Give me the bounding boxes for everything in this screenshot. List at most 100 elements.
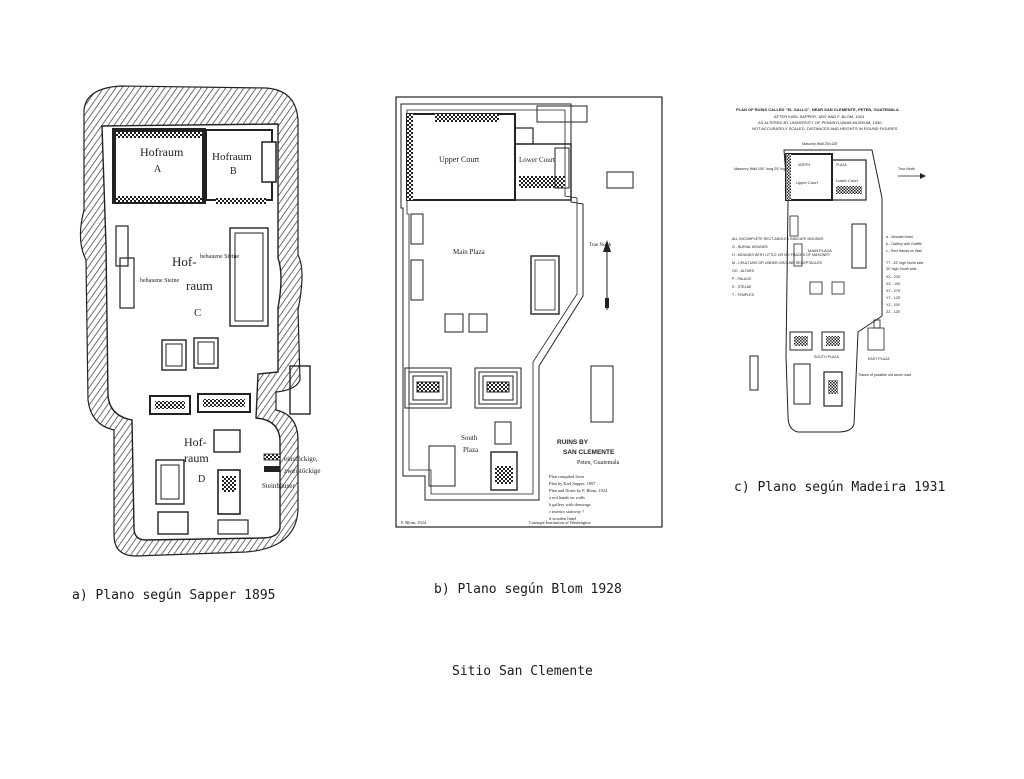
legend-swatch-single [263, 453, 281, 461]
building-dark-2 [197, 393, 251, 413]
svg-text:raum: raum [186, 278, 213, 293]
svg-text:SAN CLEMENTE: SAN CLEMENTE [563, 449, 615, 456]
label-east-plaza: EAST PLAZA [868, 357, 890, 361]
label-hofraum-a: Hofraum [140, 145, 184, 159]
structure-xiii [590, 365, 614, 423]
svg-text:G - BURIAL MOUNDS: G - BURIAL MOUNDS [732, 245, 768, 249]
plan-b-drawing: True North Upper Court Lower Court Main … [395, 96, 663, 528]
svg-text:D: D [198, 474, 205, 485]
svg-text:Masonry Wall 25'x125': Masonry Wall 25'x125' [802, 142, 838, 146]
plan-c-drawing: PLAN OF RUINS CALLED "EL GALLO", NEAR SA… [732, 107, 926, 433]
svg-text:AS ALTERED BY UNIVERSITY OF PE: AS ALTERED BY UNIVERSITY OF PENNSYLVANIA… [758, 120, 882, 125]
svg-text:YY - 125': YY - 125' [886, 296, 901, 300]
building-dark-1 [149, 395, 191, 415]
svg-text:Plaza: Plaza [463, 446, 479, 454]
svg-text:B: B [230, 166, 237, 177]
svg-text:Plan by Karl Sapper, 1897: Plan by Karl Sapper, 1897 [549, 481, 596, 487]
svg-text:XX - 230': XX - 230' [886, 275, 901, 279]
label-main-plaza: Main Plaza [453, 248, 486, 256]
plan-b-title-1: RUINS BY [557, 439, 589, 446]
mound-3 [119, 257, 135, 309]
label-south-plaza: South [461, 434, 478, 442]
legend-swatch-double [264, 466, 280, 472]
mound-9 [217, 469, 241, 515]
label-upper-court: Upper Court [439, 155, 480, 164]
mound-8 [157, 511, 189, 535]
svg-text:c interior stairway ?: c interior stairway ? [549, 509, 584, 514]
svg-text:PLAZA: PLAZA [836, 163, 847, 167]
mound-10 [213, 429, 241, 453]
legend-text-2: zweistöckige [284, 467, 321, 475]
upper-court-c [785, 153, 833, 201]
svg-text:NORTH: NORTH [798, 163, 811, 167]
mound-2 [115, 225, 129, 267]
svg-text:NOT ACCURATELY SCALED, DISTANC: NOT ACCURATELY SCALED, DISTANCES AND HEI… [752, 126, 898, 131]
svg-text:P - PALACE: P - PALACE [732, 277, 752, 281]
svg-text:ZZ - 125': ZZ - 125' [886, 310, 901, 314]
svg-text:Masonry Wall 100' long 25' hig: Masonry Wall 100' long 25' high [734, 167, 787, 171]
mound-5 [193, 337, 219, 369]
plan-b-site-outline [400, 103, 584, 501]
mound-4 [161, 339, 187, 371]
svg-text:M - CHULTUNS OR UNDER-GROUND R: M - CHULTUNS OR UNDER-GROUND RECEPTACLES [732, 261, 823, 265]
svg-text:S - STELAE: S - STELAE [732, 285, 752, 289]
structure-xvii [494, 421, 512, 445]
svg-text:XY - 275': XY - 275' [886, 289, 901, 293]
plan-sapper-1895: Hofraum A Hofraum B Hof- raum C behauene… [66, 80, 326, 580]
svg-text:c - Red Hands on Wall: c - Red Hands on Wall [886, 249, 922, 253]
svg-text:T - TEMPLES: T - TEMPLES [732, 293, 755, 297]
structure-vi [554, 147, 570, 189]
caption-plan-b: b) Plano según Blom 1928 [434, 582, 622, 597]
plan-c-site-outline [783, 149, 883, 433]
page-title: Sitio San Clemente [452, 664, 593, 679]
svg-text:A: A [154, 164, 162, 175]
plan-c-legend-1: ALL INCOMPLETE RECT-ANGLES INDICATE MOUN… [732, 237, 824, 241]
structure-x [410, 259, 424, 301]
plan-b-frame [395, 96, 663, 528]
structure-xviii [490, 451, 518, 491]
svg-text:a red hands on walls: a red hands on walls [549, 495, 585, 500]
svg-text:behauene Steine: behauene Steine [140, 278, 179, 284]
svg-text:XX - 100': XX - 100' [886, 282, 901, 286]
svg-text:d wooden lintel: d wooden lintel [549, 516, 577, 521]
label-hof-c: Hof- [172, 254, 197, 269]
svg-text:raum: raum [184, 451, 209, 465]
mound-s [217, 519, 249, 535]
plan-madeira-1931: PLAN OF RUINS CALLED "EL GALLO", NEAR SA… [728, 106, 964, 446]
legend-text-1: einstöckige, [284, 455, 318, 463]
plan-c-key-a: a - Wooden lintel [886, 235, 913, 239]
label-hofraum-b: Hofraum [212, 151, 252, 163]
svg-text:30' high South side: 30' high South side [886, 267, 916, 271]
svg-text:True North: True North [898, 167, 915, 171]
structure-xvi [428, 445, 456, 487]
plan-b-signature: F. Blom, 1924 [401, 520, 427, 526]
mound-8a [155, 459, 185, 505]
label-south-plaza-c: SOUTH PLAZA [814, 355, 840, 359]
label-main-plaza-c: MAIN PLAZA [808, 248, 832, 253]
svg-text:Plan compiled from: Plan compiled from [549, 474, 584, 479]
label-lower-court: Lower Court [519, 156, 555, 164]
svg-text:b - Gallery with Graffiti: b - Gallery with Graffiti [886, 242, 922, 246]
svg-text:behauene Steine: behauene Steine [200, 254, 239, 260]
svg-text:b gallery with drawings: b gallery with drawings [549, 502, 591, 507]
structure-xi [444, 313, 464, 333]
label-upper-court-c: Upper Court [796, 180, 819, 185]
caption-plan-a: a) Plano según Sapper 1895 [72, 588, 276, 603]
svg-text:C: C [194, 307, 201, 319]
caption-plan-c: c) Plano según Madeira 1931 [734, 480, 946, 495]
svg-text:Plan and Notes by F. Blom, 192: Plan and Notes by F. Blom, 1924 [549, 488, 608, 494]
mound-21 [749, 355, 759, 391]
structure-v [536, 105, 588, 123]
structure-xii [530, 255, 560, 315]
plan-b-institution: Carnegie Institution of Washington [529, 520, 591, 525]
svg-text:AFTER KARL SAPPER, 1897 AND F.: AFTER KARL SAPPER, 1897 AND F. BLOM, 192… [774, 114, 865, 119]
label-lower-court-c: Lower Court [836, 178, 859, 183]
plan-a-drawing: Hofraum A Hofraum B Hof- raum C behauene… [79, 85, 321, 557]
svg-text:Traces of possible old stone r: Traces of possible old stone road [858, 373, 911, 377]
plan-c-dims: TT - 53' high North side [886, 261, 923, 265]
building-court-a-brick [116, 132, 202, 138]
plan-blom-1928: True North Upper Court Lower Court Main … [395, 96, 665, 528]
mound-7 [289, 365, 311, 415]
svg-text:YZ - 200': YZ - 200' [886, 303, 901, 307]
svg-text:Peten, Guatemala: Peten, Guatemala [577, 460, 620, 466]
